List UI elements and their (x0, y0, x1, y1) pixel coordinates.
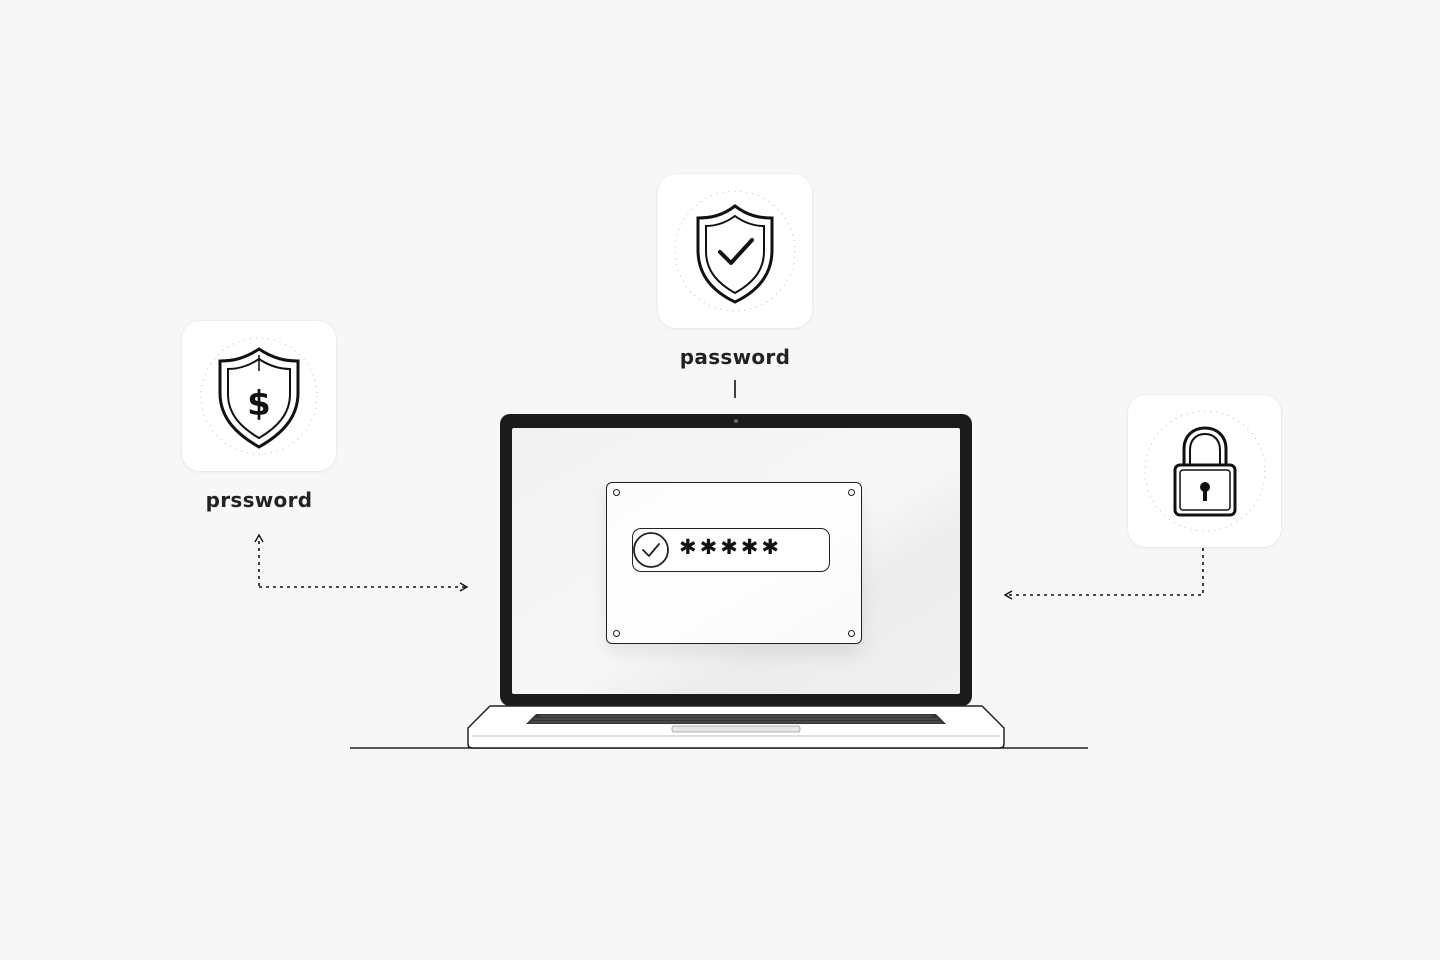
check-circle-icon (633, 532, 669, 568)
top-label: password (679, 345, 791, 369)
shield-check-icon (674, 190, 796, 312)
shield-dollar-icon: $ (200, 337, 318, 455)
padlock-icon (1144, 410, 1265, 532)
screw-bottom-right (848, 630, 855, 637)
masked-password: ✱✱✱✱✱ (679, 535, 782, 559)
shield-check-tile (658, 174, 812, 328)
svg-text:$: $ (247, 384, 271, 424)
shield-dollar-tile: $ (182, 321, 336, 471)
padlock-tile (1128, 395, 1281, 547)
screw-top-right (848, 489, 855, 496)
laptop-notch (671, 725, 801, 733)
login-box: ✱✱✱✱✱ (606, 482, 862, 644)
right-connector (1003, 548, 1204, 600)
password-field[interactable]: ✱✱✱✱✱ (632, 528, 830, 572)
left-label: prssword (205, 488, 313, 512)
webcam (734, 419, 738, 423)
screw-top-left (613, 489, 620, 496)
screw-bottom-left (613, 630, 620, 637)
